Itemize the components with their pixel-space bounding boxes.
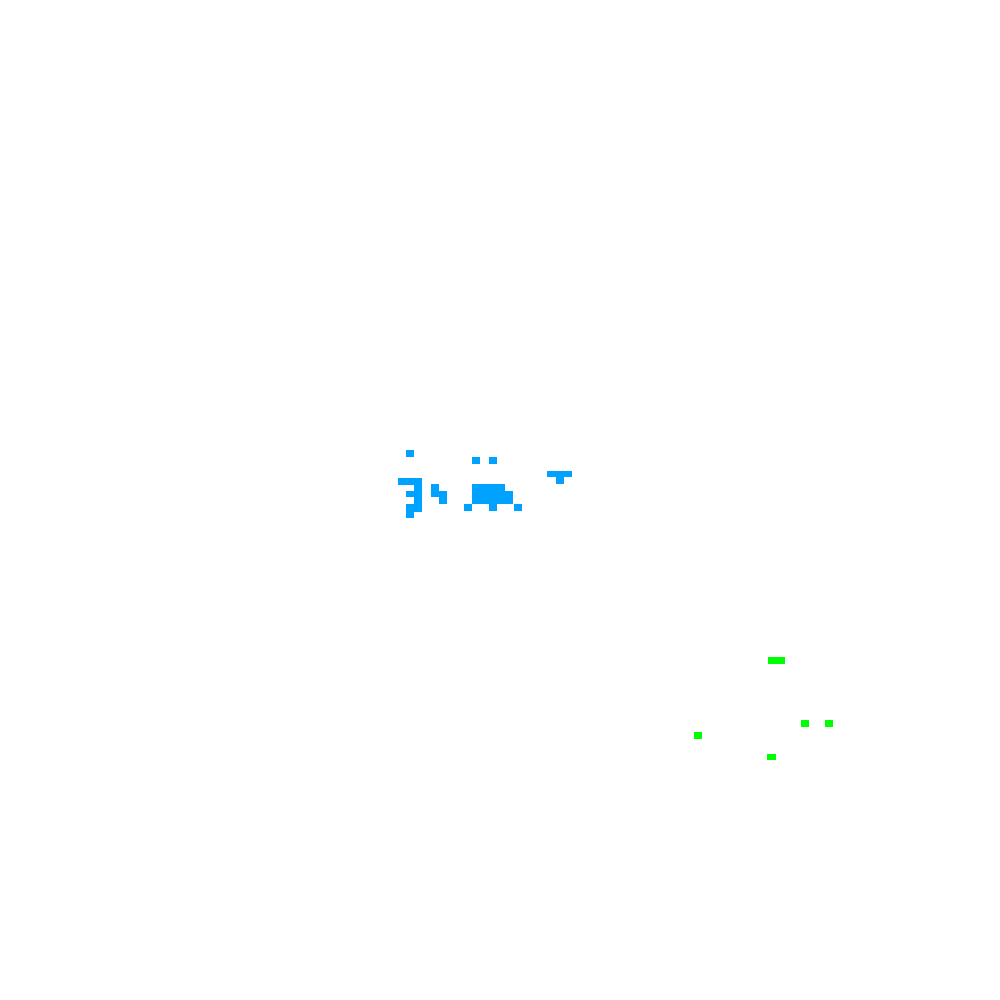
green-pixel — [768, 657, 785, 664]
blue-pixel — [398, 478, 422, 485]
green-pixel — [825, 720, 833, 727]
blue-pixel — [489, 504, 497, 511]
blue-pixel — [406, 510, 414, 518]
blue-pixel — [514, 504, 522, 511]
blue-pixel — [489, 457, 497, 464]
blue-pixel — [472, 484, 505, 491]
blue-pixel — [431, 484, 439, 497]
blue-pixel — [414, 484, 422, 511]
blue-pixel — [406, 504, 422, 512]
blue-pixel — [406, 491, 414, 497]
green-pixel — [767, 754, 776, 760]
blue-pixel — [406, 450, 414, 457]
blue-pixel — [472, 491, 513, 504]
blue-pixel — [464, 504, 472, 511]
blue-pixel — [547, 471, 572, 477]
green-pixel-cluster — [694, 657, 833, 760]
green-pixel — [801, 720, 809, 727]
blue-pixel — [556, 477, 564, 484]
blue-pixel — [439, 491, 447, 504]
green-pixel — [694, 732, 702, 739]
blue-pixel — [472, 457, 480, 464]
blue-pixel-cluster — [398, 450, 572, 518]
